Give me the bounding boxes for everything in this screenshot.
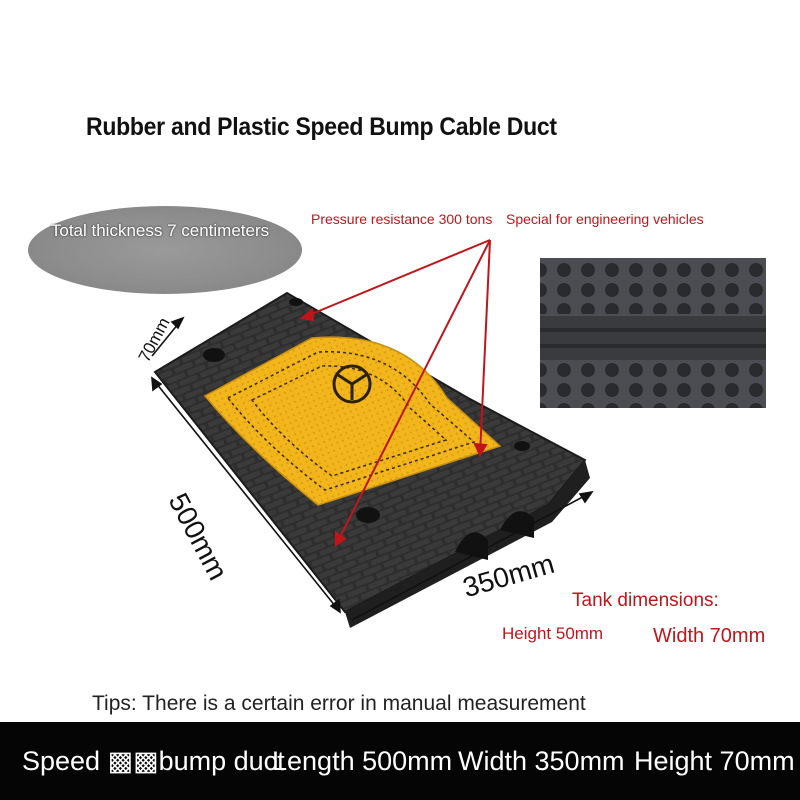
underside-photo (540, 258, 766, 408)
thickness-label: Total thickness 7 centimeters (50, 221, 270, 240)
engineering-annotation: Special for engineering vehicles (506, 211, 704, 227)
tank-height: Height 50mm (502, 624, 604, 643)
footer-bar (0, 722, 800, 800)
footer-height: Height 70mm (634, 746, 795, 776)
page-title: Rubber and Plastic Speed Bump Cable Duct (86, 113, 557, 141)
thickness-badge (28, 206, 302, 294)
tank-width: Width 70mm (653, 625, 766, 647)
footer-width: Width 350mm (458, 746, 625, 776)
pressure-annotation: Pressure resistance 300 tons (311, 211, 493, 227)
bump-body (153, 291, 590, 628)
tips-note: Tips: There is a certain error in manual… (92, 692, 586, 715)
footer-length: Length 500mm (272, 746, 453, 776)
footer-product: Speed ▩▩bump duct (22, 746, 285, 776)
tank-heading: Tank dimensions: (572, 590, 719, 611)
